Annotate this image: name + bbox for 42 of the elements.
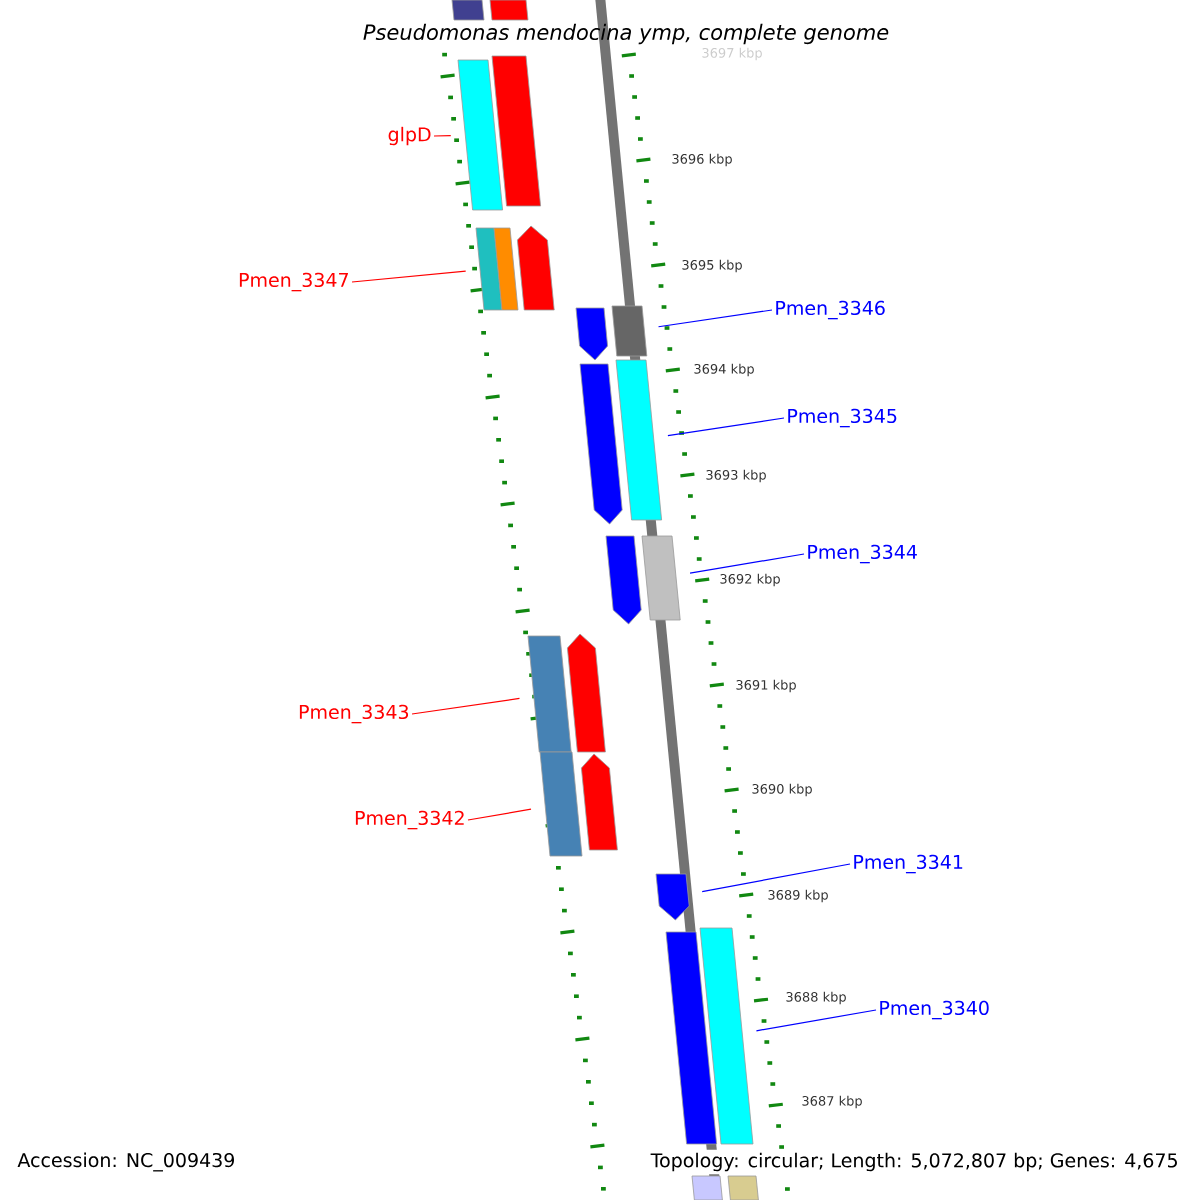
gene-label: Pmen_3340: [880, 1000, 989, 1020]
gene-block: [491, 55, 541, 207]
leader-line: [689, 553, 805, 574]
gene-block: [615, 359, 662, 521]
gene-block: [691, 1175, 723, 1200]
pointed-gene-block: [581, 753, 618, 851]
pointed-gene-block: [605, 535, 642, 625]
gene-block: [539, 751, 583, 857]
gene-block: [665, 931, 717, 1145]
gene-block: [727, 1175, 759, 1200]
leader-line: [351, 270, 467, 283]
gene-label: Pmen_3341: [854, 854, 963, 874]
pointed-gene-block: [575, 307, 608, 361]
gene-block: [493, 227, 519, 311]
gene-block: [475, 227, 503, 311]
leader-line: [467, 808, 532, 821]
genome-summary-text: Topology: circular; Length: 5,072,807 bp; Genes: 4,675: [647, 1149, 1182, 1175]
gene-block: [451, 0, 485, 21]
gene-block: [641, 535, 681, 621]
title: Pseudomonas mendocina ymp, complete genome: [363, 23, 889, 45]
leader-line: [701, 863, 851, 893]
gene-label: Pmen_3345: [788, 408, 897, 428]
gene-label: Pmen_3343: [299, 704, 409, 724]
gene-label: Pmen_3347: [239, 272, 348, 292]
pointed-gene-block: [517, 225, 555, 311]
gene-block: [489, 0, 529, 21]
leader-line: [667, 417, 785, 437]
leader-line: [657, 309, 773, 328]
gene-block: [699, 927, 754, 1145]
gene-label: Pmen_3342: [355, 810, 464, 830]
gene-label: glpD: [388, 126, 431, 146]
accession-text: Accession: NC_009439: [17, 1152, 234, 1172]
gene-label: Pmen_3344: [808, 544, 917, 564]
gene-block: [527, 635, 572, 753]
leader-line: [433, 135, 452, 137]
pointed-gene-block: [655, 873, 690, 921]
gene-label: Pmen_3346: [776, 300, 885, 320]
leader-line: [411, 697, 521, 715]
gene-block: [457, 59, 503, 211]
leader-line: [755, 1009, 877, 1032]
gene-block: [611, 305, 648, 357]
pointed-gene-block: [567, 633, 606, 753]
